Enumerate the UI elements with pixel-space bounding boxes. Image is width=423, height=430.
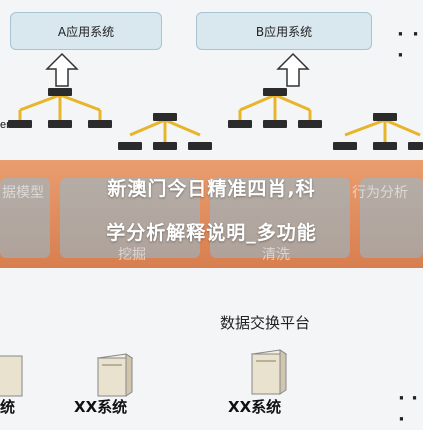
- server-network-icon: er: [0, 88, 423, 150]
- bg-word: 行为分析: [352, 185, 408, 201]
- app-system-a: A应用系统: [10, 12, 162, 50]
- server-icon: [96, 353, 134, 397]
- more-systems-ellipsis: · · ·: [397, 24, 420, 66]
- bottom-system-label: 统: [0, 398, 16, 416]
- bg-word: 清洗: [262, 247, 290, 263]
- banner-headline-line2[interactable]: 学分析解释说明_多功能: [106, 222, 317, 244]
- partial-label: er: [0, 119, 10, 131]
- more-systems-ellipsis: · · ·: [398, 388, 418, 430]
- data-exchange-platform-label: 数据交换平台: [220, 314, 311, 332]
- bottom-system-label: XX系统: [74, 398, 128, 416]
- app-system-b-label: B应用系统: [255, 24, 313, 39]
- data-model-tile: [0, 178, 50, 258]
- bg-word: 据模型: [2, 185, 44, 201]
- bg-word: 挖掘: [118, 247, 146, 263]
- tile: [360, 178, 423, 258]
- tile: [210, 178, 350, 258]
- app-system-b: B应用系统: [196, 12, 372, 50]
- server-icon: [0, 355, 23, 397]
- tile: [60, 178, 200, 258]
- bottom-system-label: XX系统: [228, 398, 282, 416]
- app-system-a-label: A应用系统: [57, 24, 115, 39]
- up-arrow-icon: [45, 52, 79, 87]
- server-icon: [250, 349, 288, 395]
- up-arrow-icon: [276, 52, 310, 87]
- banner-headline-line1[interactable]: 新澳门今日精准四肖,科: [107, 178, 316, 200]
